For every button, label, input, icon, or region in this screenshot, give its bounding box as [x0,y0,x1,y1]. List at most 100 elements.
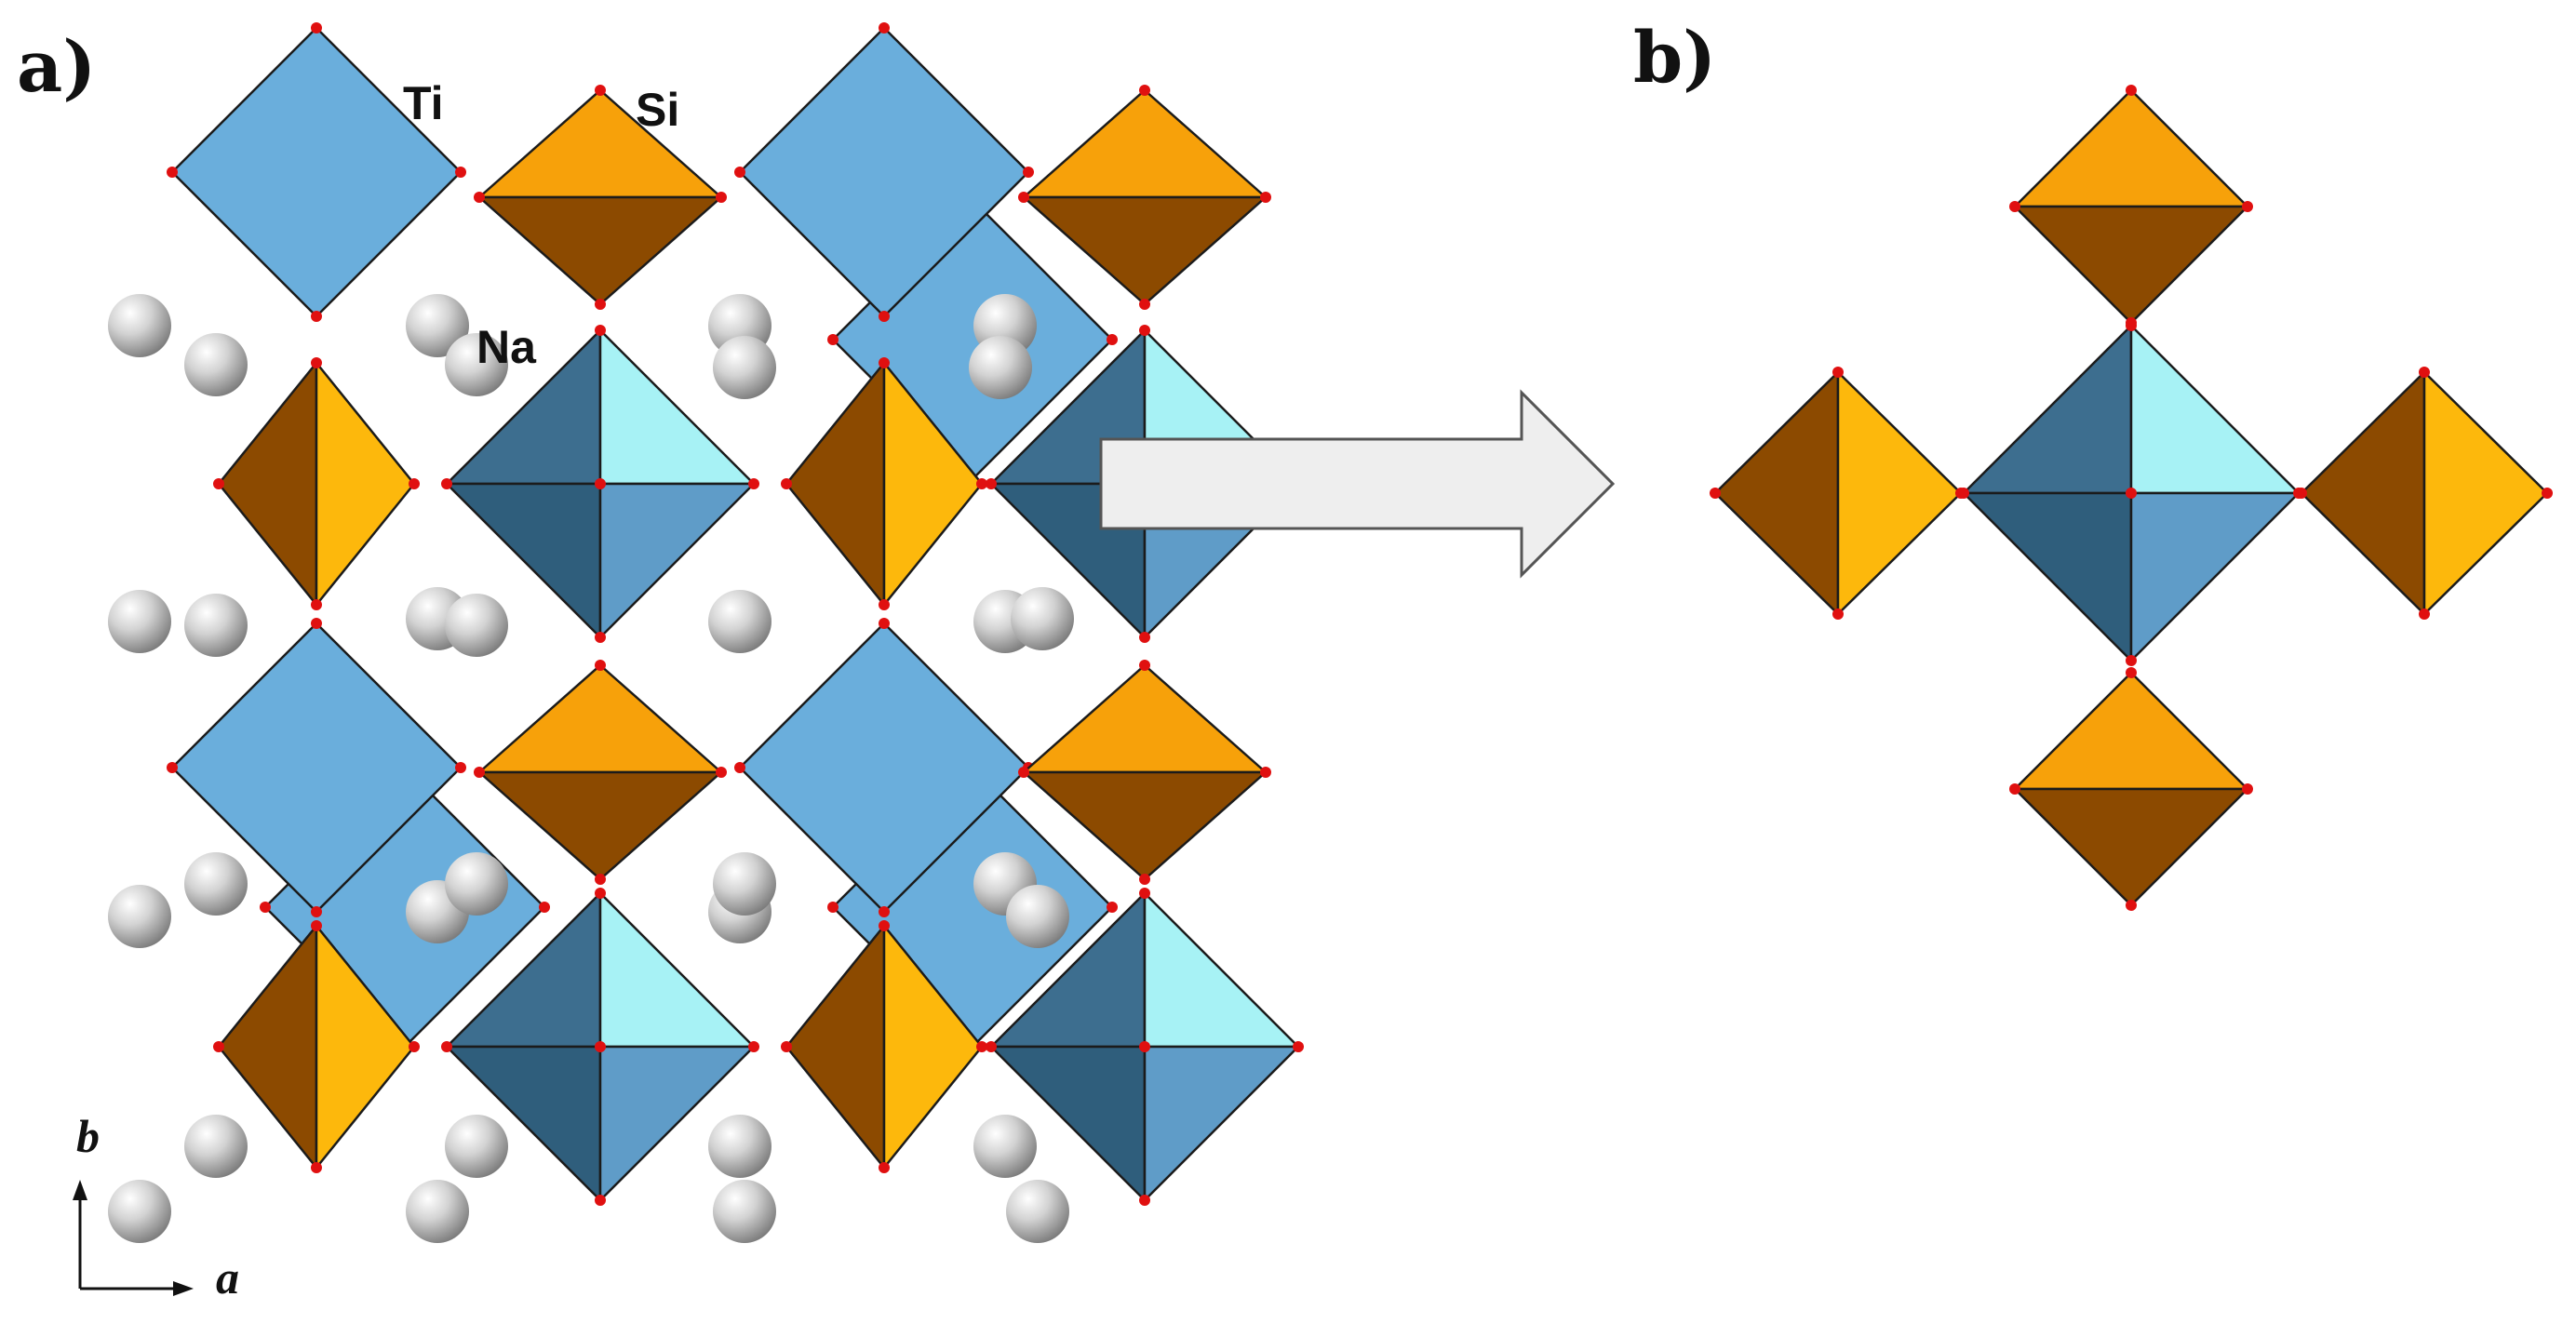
oxygen-atom [879,1162,890,1173]
oxygen-atom [879,920,890,931]
oxygen-atom [2126,900,2137,911]
sodium-atom [406,1180,469,1243]
oxygen-atom [2296,488,2307,499]
oxygen-atom [1018,767,1029,778]
ti-label: Ti [403,77,444,129]
sodium-atom [406,294,469,357]
panel-a-framework [108,22,1304,1243]
oxygen-atom [311,22,322,33]
oxygen-atom [2242,201,2253,212]
si-tetrahedron-face [2013,787,2249,907]
oxygen-atom [595,299,606,310]
oxygen-atom [976,478,987,489]
si-tetrahedron-face [1836,370,1963,616]
oxygen-atom [213,1041,224,1052]
ti-octahedron-face [170,26,463,318]
ti-octahedron-face [598,1045,756,1202]
si-tetrahedron-face [2300,370,2426,616]
oxygen-atom [2419,367,2430,378]
oxygen-atom [827,334,839,345]
oxygen-atom [595,478,606,489]
oxygen-atom [2542,488,2553,499]
oxygen-atom [879,357,890,368]
si-tetrahedron-face [785,361,886,607]
sodium-atom [1011,587,1074,650]
oxygen-atom [1139,299,1150,310]
oxygen-atom [879,599,890,610]
sodium-atom [108,885,171,948]
oxygen-atom [2126,85,2137,96]
oxygen-atom [1260,767,1271,778]
sodium-atom [713,336,776,399]
sodium-atom [445,1115,508,1178]
oxygen-atom [213,478,224,489]
ti-octahedron-face [2129,324,2301,495]
si-tetrahedron-face [2013,671,2249,791]
oxygen-atom [595,660,606,671]
oxygen-atom [539,902,550,913]
oxygen-atom [781,1041,792,1052]
oxygen-atom [311,311,322,322]
si-tetrahedron-face [1713,370,1840,616]
sodium-atom [708,590,771,653]
sodium-atom [445,852,508,916]
ti-octahedron-face [2129,491,2301,662]
oxygen-atom [827,902,839,913]
sodium-atom [445,594,508,657]
si-tetrahedron-face [1022,770,1268,881]
sodium-atom [973,1115,1037,1178]
oxygen-atom [595,1195,606,1206]
oxygen-atom [311,906,322,917]
axis-b-label: b [76,1110,100,1162]
panel-b-label: b) [1633,16,1716,99]
oxygen-atom [595,874,606,885]
oxygen-atom [1293,1041,1304,1052]
oxygen-atom [474,767,485,778]
oxygen-atom [595,85,606,96]
ti-octahedron-face [1962,491,2133,662]
oxygen-atom [748,478,759,489]
sodium-atom [445,333,508,396]
oxygen-atom [595,632,606,643]
si-tetrahedron-face [477,88,723,199]
si-tetrahedron-face [477,663,723,774]
oxygen-atom [1139,660,1150,671]
si-tetrahedron-face [315,924,416,1170]
oxygen-atom [409,1041,420,1052]
sodium-atom [184,594,248,657]
sodium-atom [184,333,248,396]
si-tetrahedron-face [477,195,723,306]
ti-octahedron-face [1143,1045,1300,1202]
oxygen-atom [1139,325,1150,336]
sodium-atom [1006,1180,1069,1243]
si-tetrahedron-face [882,924,984,1170]
oxygen-atom [2126,667,2137,678]
oxygen-atom [748,1041,759,1052]
oxygen-atom [595,325,606,336]
oxygen-atom [311,618,322,629]
oxygen-atom [986,478,997,489]
oxygen-atom [1260,192,1271,203]
si-label: Si [636,84,679,136]
si-tetrahedron-face [2013,205,2249,325]
oxygen-atom [167,167,178,178]
panel-a-label: a) [17,25,96,108]
oxygen-atom [409,478,420,489]
oxygen-atom [879,22,890,33]
oxygen-atom [1139,632,1150,643]
sodium-atom [108,590,171,653]
oxygen-atom [2126,317,2137,328]
oxygen-atom [1139,1041,1150,1052]
oxygen-atom [2419,608,2430,620]
oxygen-atom [455,167,466,178]
right-arrow-icon [1099,389,1616,579]
si-tetrahedron-face [1022,88,1268,199]
oxygen-atom [2126,488,2137,499]
oxygen-atom [2009,783,2020,795]
ti-octahedron-face [1962,324,2133,495]
na-label: Na [476,321,537,373]
oxygen-atom [1023,167,1034,178]
oxygen-atom [2126,655,2137,666]
oxygen-atom [1018,192,1029,203]
oxygen-atom [1139,1195,1150,1206]
